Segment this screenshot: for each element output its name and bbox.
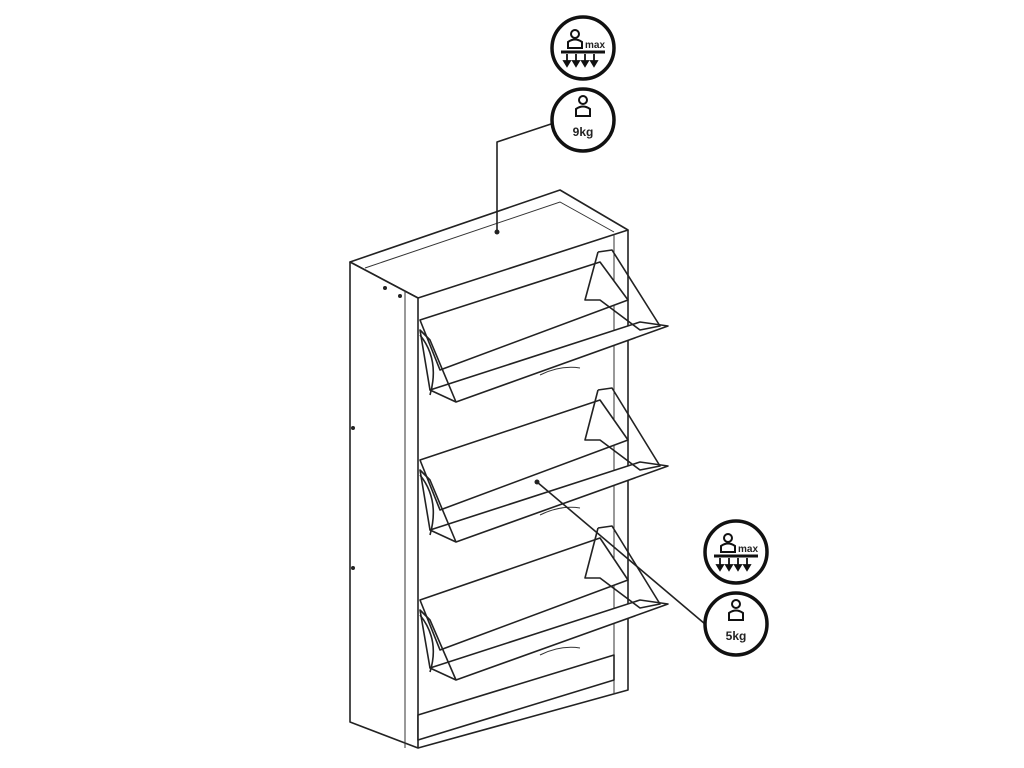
weight-label: 5kg [726, 629, 747, 643]
weight-label: 9kg [573, 125, 594, 139]
flap-1 [419, 249, 669, 403]
flap-leader-line [536, 481, 706, 625]
max-load-badge-top: max [550, 15, 616, 81]
weight-badge-flap: 5kg [703, 591, 769, 657]
max-label: max [585, 40, 605, 51]
down-arrows-icon [562, 54, 599, 68]
max-label: max [738, 544, 758, 555]
top-leader-dot [494, 229, 500, 235]
left-side-panel [349, 261, 419, 749]
flap-leader-dot [534, 479, 540, 485]
flap-3 [419, 525, 669, 681]
plinth [417, 654, 615, 741]
weight-badge-top: 9kg [550, 87, 616, 153]
person-icon [567, 29, 583, 49]
top-leader-line [496, 123, 552, 232]
down-arrows-icon [715, 558, 752, 572]
flap-2 [419, 387, 669, 543]
max-load-badge-flap: max [703, 519, 769, 585]
cabinet-body [349, 189, 629, 749]
